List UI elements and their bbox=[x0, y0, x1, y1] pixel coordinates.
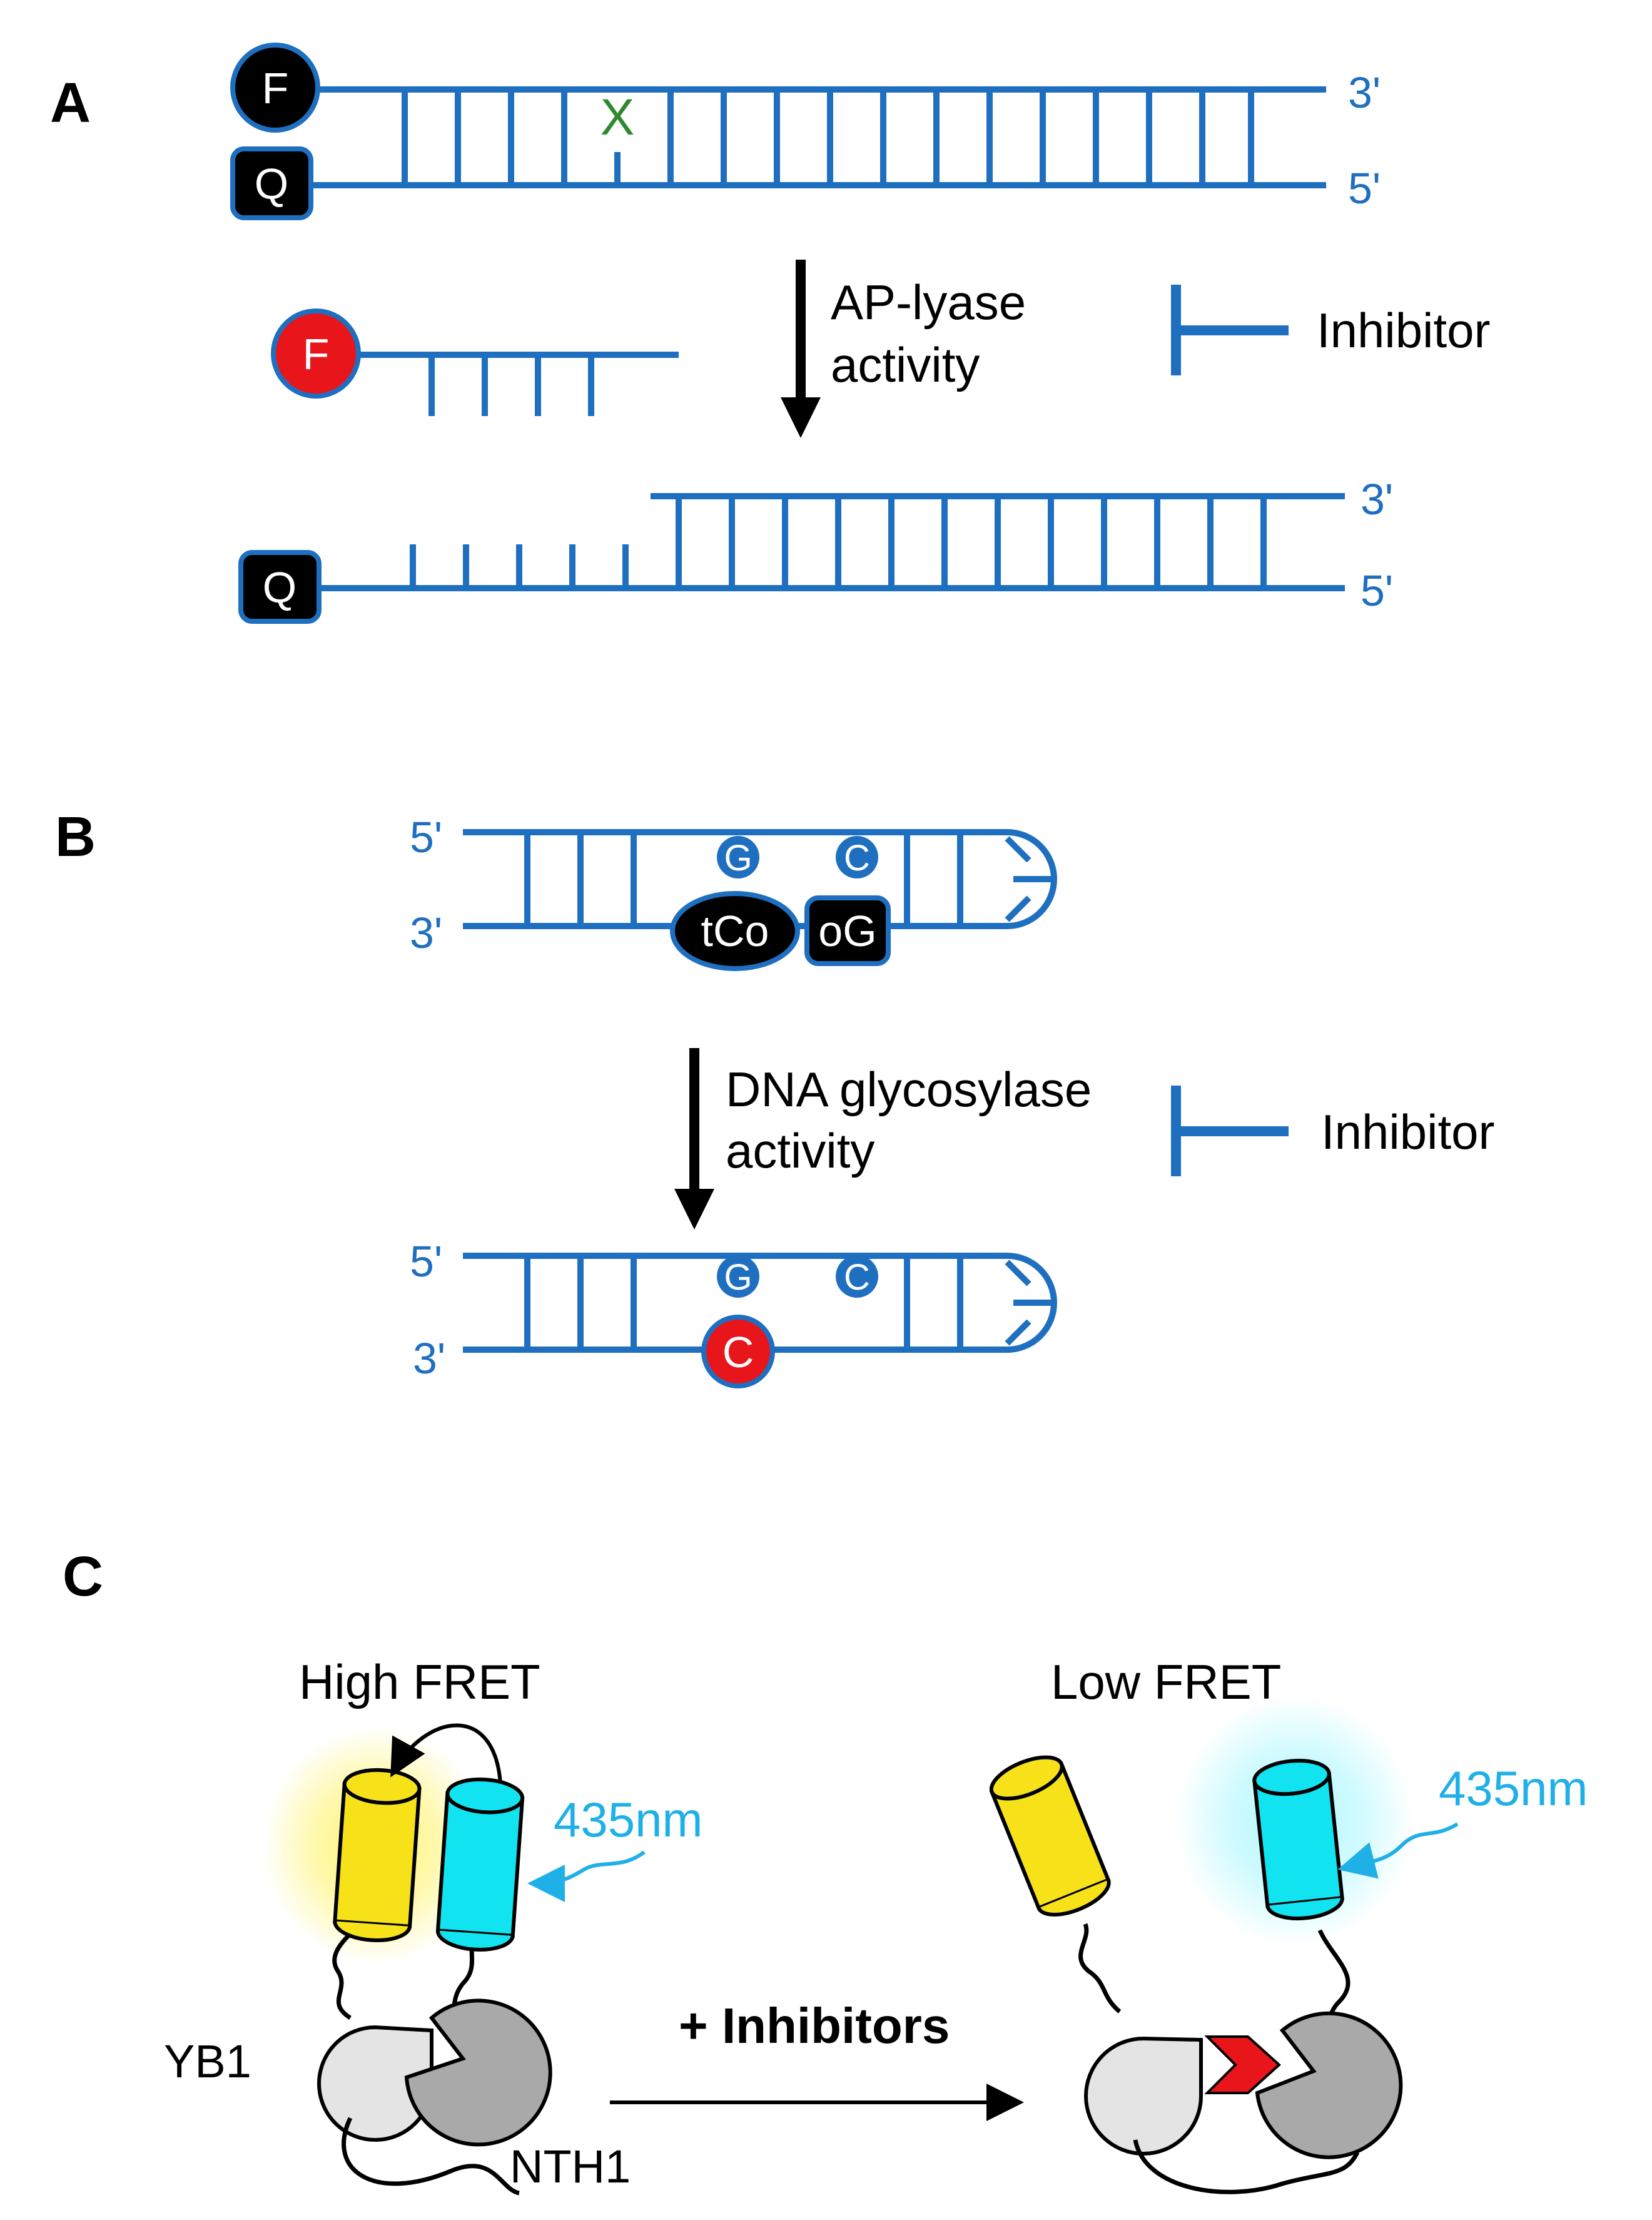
excitation-arrow-high bbox=[527, 1850, 646, 1902]
low-fret-title: Low FRET bbox=[1051, 1654, 1281, 1709]
base-g-top-label: G bbox=[724, 838, 752, 878]
panel-c: C High FRET Low FRET 43 bbox=[63, 1545, 1588, 2196]
fret-transfer-arc bbox=[390, 1723, 502, 1784]
fluorophore-released bbox=[271, 308, 361, 399]
end-3prime-bottom-b: 3' bbox=[413, 1334, 445, 1383]
yfp-cylinder-high bbox=[333, 1768, 422, 1942]
panel-a: A X F Q 3' 5' bbox=[50, 43, 1491, 624]
end-5prime-top-b: 5' bbox=[410, 813, 442, 862]
end-3prime-bottom-a: 3' bbox=[1361, 475, 1393, 524]
probe-tco bbox=[670, 891, 800, 971]
product-c-label: C bbox=[722, 1328, 754, 1377]
high-fret-construct: 435nm YB1 NTH1 bbox=[164, 1723, 703, 2196]
base-g-top bbox=[717, 836, 759, 878]
released-fragment bbox=[350, 352, 679, 416]
wavelength-label-high: 435nm bbox=[554, 1792, 703, 1847]
quencher-bottom-label: Q bbox=[263, 563, 296, 612]
ybl-label: YB1 bbox=[164, 2035, 251, 2087]
inhibitor-label-a: Inhibitor bbox=[1317, 303, 1491, 358]
nth1-domain-high bbox=[404, 1999, 552, 2147]
nth1-label: NTH1 bbox=[510, 2141, 631, 2192]
base-c-top-label: C bbox=[844, 838, 870, 878]
probe-tco-label: tCo bbox=[701, 907, 769, 955]
low-fret-construct: 435nm bbox=[989, 1696, 1588, 2194]
end-5prime-bottom-a: 5' bbox=[1361, 566, 1393, 615]
base-g-bottom bbox=[717, 1255, 759, 1298]
base-c-top bbox=[836, 836, 878, 878]
base-g-bottom-label: G bbox=[724, 1257, 752, 1298]
inhibitor-label-b: Inhibitor bbox=[1321, 1104, 1495, 1159]
panel-b-top-hairpin bbox=[463, 829, 1057, 929]
fluorophore-top-label: F bbox=[262, 64, 289, 113]
panel-a-top-duplex bbox=[307, 86, 1326, 188]
probe-og-label: oG bbox=[818, 907, 876, 955]
cfp-cylinder-high bbox=[435, 1777, 525, 1952]
nth1-domain-low bbox=[1255, 2011, 1403, 2159]
panel-a-label: A bbox=[50, 72, 91, 135]
inhibitors-label: + Inhibitors bbox=[679, 1998, 950, 2054]
probe-og bbox=[804, 895, 891, 966]
glycosylase-label-line2: activity bbox=[726, 1123, 874, 1178]
inhibitor-symbol-b bbox=[1171, 1086, 1289, 1176]
inhibitor-chevron bbox=[1204, 2035, 1281, 2094]
cfp-cylinder-low bbox=[1252, 1758, 1344, 1921]
ap-lyase-arrow bbox=[781, 260, 821, 438]
excitation-arrow-low bbox=[1337, 1822, 1459, 1879]
end-5prime-top-a: 5' bbox=[1348, 164, 1381, 213]
high-fret-title: High FRET bbox=[299, 1654, 540, 1709]
base-c-bottom-label: C bbox=[844, 1257, 870, 1298]
panel-b: B G C tCo oG 5' 3' DNA glycosylase acti bbox=[55, 806, 1495, 1388]
fluorophore-top bbox=[230, 43, 320, 133]
quencher-bottom bbox=[238, 550, 322, 624]
ybl-domain-low bbox=[1084, 2036, 1203, 2156]
quencher-top-label: Q bbox=[255, 160, 288, 208]
fluorophore-released-label: F bbox=[303, 330, 330, 379]
panel-a-bottom-duplex bbox=[307, 493, 1345, 591]
ap-lyase-label-line2: activity bbox=[831, 337, 980, 392]
yfp-cylinder-low bbox=[989, 1755, 1111, 1917]
end-5prime-bottom-b: 5' bbox=[410, 1237, 442, 1286]
base-c-bottom bbox=[836, 1255, 878, 1298]
ybl-domain-high bbox=[317, 2025, 433, 2142]
panel-b-bottom-hairpin bbox=[463, 1253, 1057, 1353]
glycosylase-label-line1: DNA glycosylase bbox=[726, 1062, 1092, 1117]
panel-c-label: C bbox=[63, 1545, 103, 1608]
ap-lyase-label-line1: AP-lyase bbox=[831, 275, 1026, 330]
inhibitor-symbol-a bbox=[1171, 285, 1289, 375]
mismatch-x: X bbox=[600, 89, 635, 146]
glycosylase-arrow bbox=[674, 1048, 714, 1230]
panel-b-label: B bbox=[55, 806, 96, 868]
end-3prime-top-b: 3' bbox=[410, 909, 442, 957]
product-c bbox=[701, 1315, 775, 1388]
wavelength-label-low: 435nm bbox=[1439, 1761, 1588, 1816]
quencher-top bbox=[230, 146, 313, 220]
end-3prime-top-a: 3' bbox=[1348, 68, 1381, 117]
